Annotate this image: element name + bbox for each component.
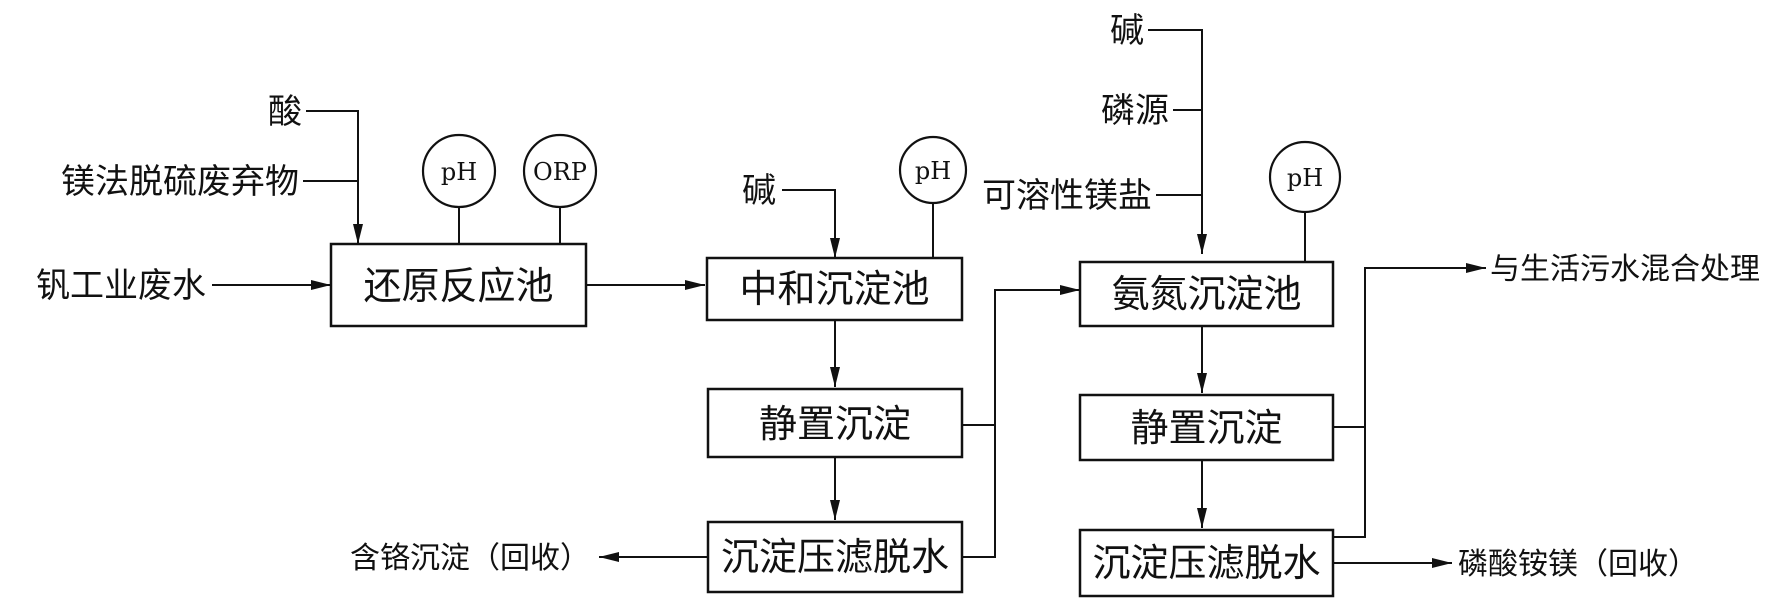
acid-label: 酸 <box>268 92 302 132</box>
ammonia-tank-label: 氨氮沉淀池 <box>1111 272 1301 316</box>
vanadium-wastewater-label: 钒工业废水 <box>36 266 206 306</box>
neutralization-tank-label: 中和沉淀池 <box>739 267 929 311</box>
ph-sensor-label-1: pH <box>441 158 477 186</box>
mg-desulfurization-waste-label: 镁法脱硫废弃物 <box>61 162 299 202</box>
neutralization-tank-box: 中和沉淀池 <box>705 256 964 322</box>
struvite-output: 磷酸铵镁（回收） <box>1458 547 1698 582</box>
settling-label-2: 静置沉淀 <box>1130 406 1282 450</box>
ph-sensor-2: pH <box>898 135 968 205</box>
ammonia-tank-box: 氨氮沉淀池 <box>1078 260 1335 328</box>
settling-label-1: 静置沉淀 <box>759 402 911 446</box>
alkali-label-1: 碱 <box>742 171 776 211</box>
chromium-precipitate-output: 含铬沉淀（回收） <box>350 541 590 576</box>
filter-press-label-1: 沉淀压滤脱水 <box>721 535 949 579</box>
settling-box-2: 静置沉淀 <box>1078 393 1335 462</box>
ph-sensor-1: pH <box>421 133 497 209</box>
filter-press-box-1: 沉淀压滤脱水 <box>706 520 964 594</box>
reduction-tank-box: 还原反应池 <box>329 242 588 328</box>
filter-press-box-2: 沉淀压滤脱水 <box>1078 528 1335 598</box>
phosphorus-source-label: 磷源 <box>1101 91 1169 131</box>
ph-sensor-3: pH <box>1268 140 1342 214</box>
orp-sensor-label: ORP <box>533 158 587 186</box>
filter-press-label-2: 沉淀压滤脱水 <box>1092 541 1320 585</box>
orp-sensor: ORP <box>522 133 598 209</box>
alkali-label-2: 碱 <box>1110 11 1144 51</box>
connectors <box>212 29 1486 568</box>
reduction-tank-label: 还原反应池 <box>363 264 553 308</box>
settling-box-1: 静置沉淀 <box>706 387 964 459</box>
soluble-mg-salt-label: 可溶性镁盐 <box>982 176 1152 216</box>
domestic-sewage-output: 与生活污水混合处理 <box>1490 252 1760 287</box>
ph-sensor-label-3: pH <box>1287 164 1323 192</box>
ph-sensor-label-2: pH <box>915 157 951 185</box>
